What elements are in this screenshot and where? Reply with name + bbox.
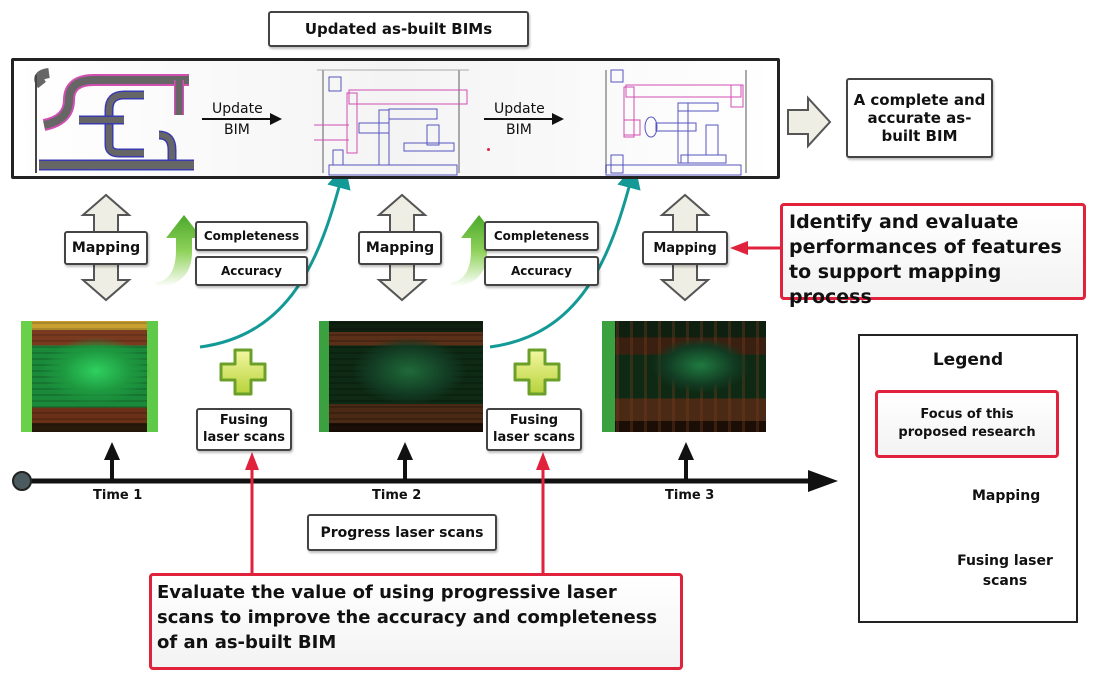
fusing-curve-2 <box>489 164 641 349</box>
plus-icon-2 <box>513 348 561 396</box>
identify-evaluate-box: Identify and evaluate performances of fe… <box>780 203 1086 308</box>
fusing-curve-1 <box>199 164 351 349</box>
accuracy-box-1: Accuracy <box>195 256 308 286</box>
plus-icon-1 <box>219 348 267 396</box>
result-arrow-icon <box>787 95 832 149</box>
accuracy-box-2: Accuracy <box>484 256 599 286</box>
time-label-1: Time 1 <box>93 488 143 503</box>
legend-fusing-label: Fusing laser scans <box>957 553 1053 590</box>
completeness-box-1: Completeness <box>195 221 308 251</box>
mapping-box-2: Mapping <box>358 231 442 265</box>
legend-title: Legend <box>932 350 1004 370</box>
update-bim-label-2: Update BIM <box>484 101 564 138</box>
timeline-start-dot <box>12 471 32 491</box>
legend-panel: Legend Focus of this proposed research M… <box>858 334 1078 623</box>
time-arrow-3 <box>678 442 694 481</box>
legend-focus-box: Focus of this proposed research <box>875 390 1059 458</box>
time-arrow-2 <box>397 442 413 481</box>
laser-scan-image-2 <box>319 321 483 432</box>
green-up-arrow-icon-1 <box>155 215 202 287</box>
bim-model-update-2 <box>605 69 747 176</box>
legend-mapping-label: Mapping <box>972 488 1041 504</box>
bim-model-update-1 <box>314 69 469 176</box>
time-label-2: Time 2 <box>372 488 422 503</box>
laser-scan-image-3 <box>602 321 766 432</box>
completeness-box-2: Completeness <box>484 221 599 251</box>
timeline-arrowhead <box>808 470 838 492</box>
fusing-box-1: Fusing laser scans <box>196 408 292 451</box>
laser-scan-image-1 <box>21 321 158 432</box>
update-bim-label-1: Update BIM <box>202 101 282 138</box>
mapping-box-1: Mapping <box>64 231 148 265</box>
red-arrowhead-3 <box>730 241 748 255</box>
progress-laser-scans-box: Progress laser scans <box>307 514 497 551</box>
mapping-box-3: Mapping <box>642 231 728 265</box>
bim-model-initial <box>34 68 194 173</box>
red-dot-marker <box>487 148 490 151</box>
updated-bims-title: Updated as-built BIMs <box>268 11 529 47</box>
time-label-3: Time 3 <box>665 488 715 503</box>
time-arrow-1 <box>104 442 120 481</box>
complete-bim-box: A complete and accurate as-built BIM <box>846 78 993 158</box>
red-arrowhead-2 <box>536 452 550 470</box>
evaluate-value-box: Evaluate the value of using progressive … <box>149 573 683 670</box>
fusing-box-2: Fusing laser scans <box>486 408 582 451</box>
red-arrowhead-1 <box>245 452 259 470</box>
bim-panel: Update BIM Update BIM <box>11 58 780 179</box>
